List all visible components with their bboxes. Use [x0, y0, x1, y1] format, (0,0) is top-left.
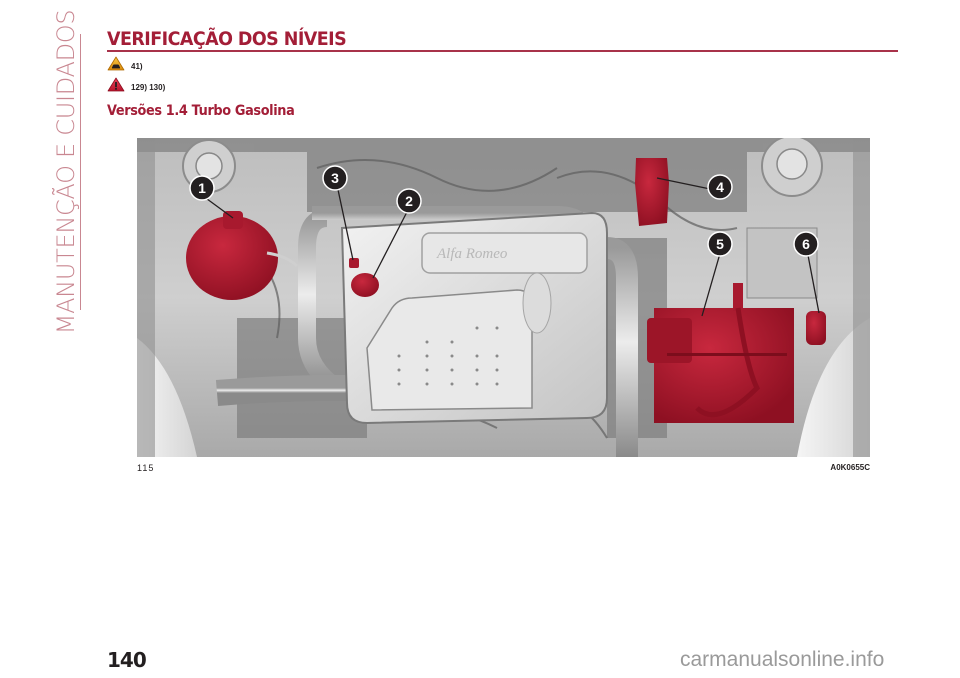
- chapter-divider: [80, 34, 81, 310]
- engine-bay-figure: Alfa Romeo: [137, 138, 870, 457]
- figure-code: A0K0655C: [830, 463, 870, 472]
- section-rule: [107, 50, 898, 52]
- callout-3: 3: [322, 165, 348, 191]
- page-number: 140: [107, 648, 147, 672]
- svg-text:3: 3: [331, 170, 339, 186]
- svg-text:1: 1: [198, 180, 206, 196]
- callout-2: 2: [396, 188, 422, 214]
- callout-6: 6: [793, 231, 819, 257]
- section-title: VERIFICAÇÃO DOS NÍVEIS: [107, 28, 347, 50]
- reference-text: 41): [131, 61, 143, 71]
- svg-text:6: 6: [802, 236, 810, 252]
- callout-1: 1: [189, 175, 215, 201]
- reference-text: 129) 130): [131, 82, 166, 92]
- svg-text:4: 4: [716, 179, 724, 195]
- danger-warning-icon: [107, 77, 125, 97]
- subsection-title: Versões 1.4 Turbo Gasolina: [107, 103, 295, 119]
- watermark-link[interactable]: carmanualsonline.info: [680, 648, 885, 671]
- svg-text:Alfa Romeo: Alfa Romeo: [436, 246, 508, 262]
- callout-5: 5: [707, 231, 733, 257]
- coolant-tank-highlight: [186, 211, 299, 300]
- svg-text:2: 2: [405, 193, 413, 209]
- reference-row: 41): [107, 56, 143, 76]
- chapter-label: MANUTENÇÃO E CUIDADOS: [52, 9, 80, 335]
- callout-4: 4: [707, 174, 733, 200]
- vehicle-warning-icon: [107, 56, 125, 76]
- svg-text:5: 5: [716, 236, 724, 252]
- reference-row: 129) 130): [107, 77, 165, 97]
- figure-number: 115: [137, 463, 155, 473]
- chapter-tab: MANUTENÇÃO E CUIDADOS: [52, 10, 81, 334]
